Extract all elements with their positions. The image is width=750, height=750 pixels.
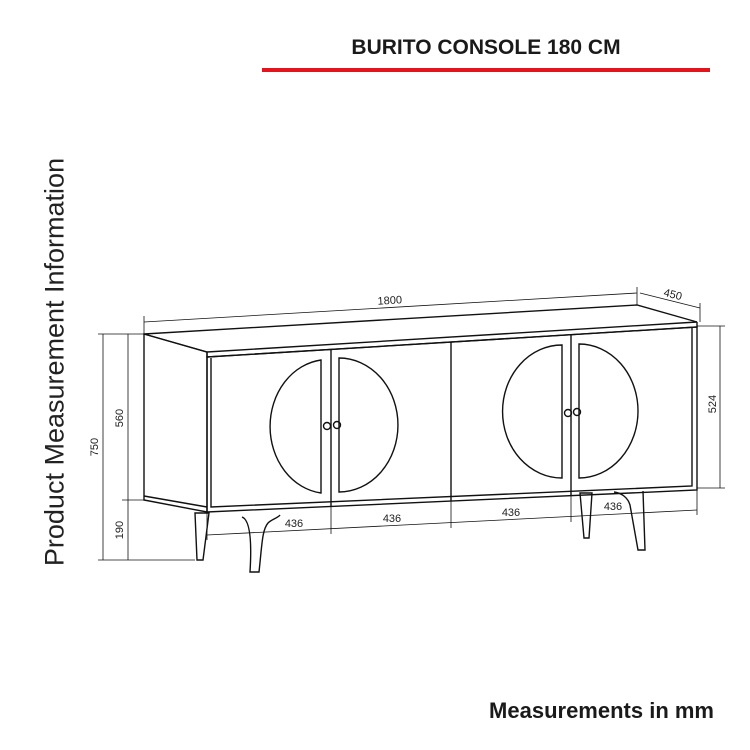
dimension-lines: [98, 287, 725, 561]
units-note: Measurements in mm: [489, 698, 714, 723]
side-bottom-edge: [143, 495, 208, 508]
door-cutout: [578, 343, 639, 479]
door-width-label: 436: [604, 501, 622, 513]
page-title: BURITO CONSOLE 180 CM: [351, 36, 621, 59]
door-height-label: 524: [707, 395, 719, 413]
knob-icon: [572, 407, 582, 417]
knob-icon: [332, 420, 342, 430]
cabinet-top: [143, 304, 698, 353]
cabinet-side: [143, 333, 208, 513]
knob-icon: [322, 421, 332, 431]
leg: [241, 514, 281, 573]
leg-height-label: 190: [114, 521, 126, 539]
door-cutout: [269, 359, 322, 494]
door-cutout: [501, 344, 563, 479]
depth-label: 450: [662, 287, 683, 303]
body-height-label: 560: [114, 409, 126, 427]
door-width-label: 436: [383, 513, 401, 525]
total-height-label: 750: [89, 438, 101, 456]
knob-icon: [563, 408, 573, 418]
top-front-edge: [206, 322, 698, 358]
leg: [194, 512, 210, 561]
title-underline: [262, 68, 710, 72]
door-cutout: [338, 357, 399, 493]
leg: [613, 490, 646, 551]
cabinet-front: [206, 326, 698, 513]
leg: [579, 492, 593, 539]
door-width-label: 436: [285, 518, 303, 530]
door-width-label: 436: [502, 507, 520, 519]
width-label: 1800: [377, 294, 402, 307]
